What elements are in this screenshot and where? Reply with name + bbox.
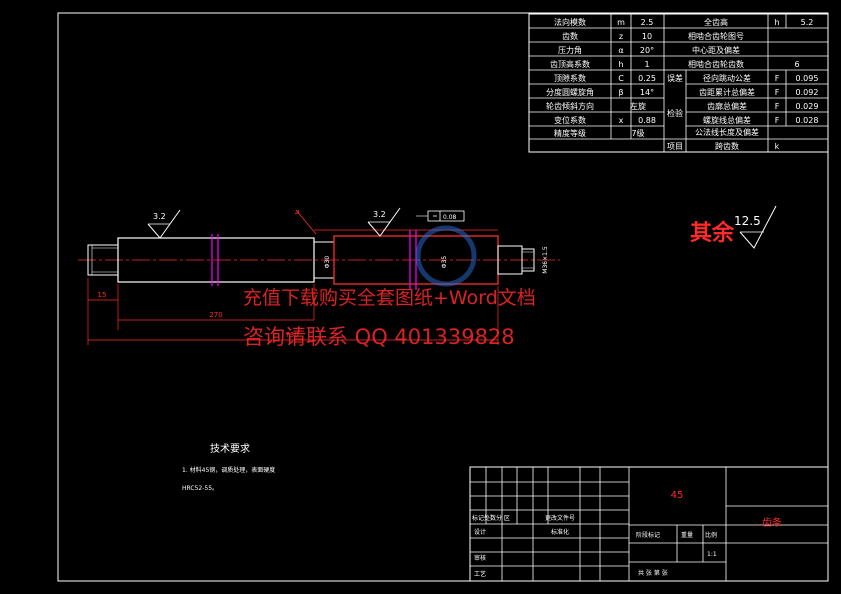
param-label-clearance: 顶隙系数	[554, 73, 586, 83]
svg-text:其余: 其余	[690, 220, 735, 246]
param-sym-module: m	[617, 18, 625, 27]
check-val-pitch: 0.092	[796, 88, 819, 97]
item-sym: k	[775, 142, 780, 151]
param-label-module: 法向模数	[554, 17, 586, 27]
group-label-error: 误差	[667, 73, 683, 83]
title-weight: 重量	[681, 531, 693, 539]
param-sym-pressure-angle: α	[618, 46, 623, 55]
dim-diameter-2: Φ35	[441, 256, 448, 269]
param-label-teeth: 齿数	[562, 31, 578, 41]
dim-length-total: 730	[285, 331, 298, 339]
check-sym-profile: F	[775, 102, 780, 111]
param-sym-addendum: h	[618, 60, 623, 69]
param-val-helix: 14°	[640, 88, 654, 97]
param-sym-full-depth: h	[774, 18, 779, 27]
title-designer: 设计	[474, 528, 486, 536]
title-mark-row: 标记处数分 区	[472, 514, 510, 522]
title-material: 45	[671, 490, 684, 501]
param-label-full-depth: 全齿高	[704, 17, 728, 27]
param-label-grade: 精度等级	[554, 128, 586, 138]
title-sheets: 共 张 第 张	[638, 569, 668, 577]
roughness-mark-left: 3.2	[147, 209, 181, 239]
svg-text:0.08: 0.08	[443, 214, 457, 221]
title-process: 工艺	[474, 570, 486, 578]
title-review: 审核	[474, 554, 486, 562]
rest-roughness: 其余 12.5	[690, 205, 777, 249]
roughness-mark-mid: 3.2	[367, 207, 401, 237]
tech-line-1: 1. 材料45钢，调质处理，表面硬度	[182, 466, 275, 474]
param-val-teeth: 10	[642, 32, 652, 41]
param-val-pressure-angle: 20°	[640, 46, 654, 55]
check-val-helix-dev: 0.028	[796, 116, 819, 125]
check-label-helix-dev: 螺旋线总偏差	[703, 115, 751, 125]
param-label-addendum: 齿顶高系数	[550, 59, 590, 69]
watermark: 充值下载购买全套图纸+Word文档 咨询请联系 QQ 401339828	[243, 225, 536, 349]
title-part-name: 齿条	[762, 516, 782, 529]
check-label-pitch: 齿距累计总偏差	[699, 87, 755, 97]
check-sym-runout: F	[775, 74, 780, 83]
tech-line-2: HRC52-55。	[182, 485, 218, 492]
shaft-view: Φ30 Φ35 M36×1.5 3.2 3.2 ⊿ 0.08	[78, 207, 560, 345]
param-label-mating-drawing: 相啮合齿轮图号	[688, 31, 744, 41]
param-label-mating-teeth: 相啮合齿轮齿数	[688, 59, 744, 69]
check-label-base-tangent: 公法线长度及偏差	[695, 127, 759, 137]
dim-diameter-1: Φ30	[324, 256, 331, 269]
param-val-grade: 7级	[631, 128, 644, 138]
param-val-direction: 左旋	[630, 101, 646, 111]
dim-length-mid: 270	[209, 311, 222, 319]
drawing-border	[57, 12, 829, 582]
param-label-shift: 变位系数	[554, 115, 586, 125]
title-scale: 1:1	[707, 551, 717, 558]
param-val-addendum: 1	[644, 60, 649, 69]
param-sym-helix: β	[618, 88, 623, 97]
check-label-runout: 径向跳动公差	[703, 73, 751, 83]
param-val-clearance: 0.25	[638, 74, 656, 83]
param-val-mating-teeth: 6	[794, 60, 799, 69]
check-sym-pitch: F	[775, 88, 780, 97]
svg-text:3.2: 3.2	[153, 212, 166, 221]
param-val-full-depth: 5.2	[801, 18, 814, 27]
param-sym-clearance: C	[618, 74, 624, 83]
title-standard: 标准化	[551, 528, 569, 536]
svg-text:3.2: 3.2	[373, 210, 386, 219]
check-val-runout: 0.095	[796, 74, 819, 83]
check-label-profile: 齿廓总偏差	[707, 101, 747, 111]
param-label-direction: 轮齿倾斜方向	[546, 101, 594, 111]
param-label-pressure-angle: 压力角	[558, 45, 582, 55]
param-label-helix: 分度圆螺旋角	[546, 87, 594, 97]
title-block: 45 齿条 标记处数分 区 更改文件号 设计 标准化 阶段标记 重量 比例 1:…	[469, 466, 829, 582]
svg-text:12.5: 12.5	[734, 214, 761, 228]
title-stage: 阶段标记	[636, 531, 660, 539]
check-sym-helix-dev: F	[775, 116, 780, 125]
check-val-profile: 0.029	[796, 102, 819, 111]
param-val-shift: 0.88	[638, 116, 656, 125]
item-value-label: 跨齿数	[715, 141, 739, 151]
gear-parameter-table: 法向模数 m 2.5 齿数 z 10 压力角 α 20° 齿顶高系数 h 1 顶…	[528, 13, 829, 153]
tech-title: 技术要求	[210, 442, 250, 455]
param-val-module: 2.5	[641, 18, 654, 27]
gdt-frame: 0.08	[416, 210, 465, 222]
title-scale-label: 比例	[705, 531, 717, 539]
item-label: 项目	[667, 142, 683, 151]
dim-thread: M36×1.5	[542, 246, 549, 274]
watermark-line-2: 咨询请联系 QQ 401339828	[243, 325, 515, 349]
leader-mark: ⊿	[294, 208, 300, 216]
technical-requirements: 技术要求 1. 材料45钢，调质处理，表面硬度 HRC52-55。	[182, 442, 275, 492]
param-label-center-distance: 中心距及偏差	[692, 45, 740, 55]
watermark-line-1: 充值下载购买全套图纸+Word文档	[243, 287, 536, 309]
dim-length-left: 15	[98, 291, 107, 299]
param-sym-teeth: z	[619, 32, 623, 41]
group-label-check: 检验	[667, 108, 683, 118]
title-file-no: 更改文件号	[545, 514, 575, 522]
param-sym-shift: x	[619, 116, 624, 125]
